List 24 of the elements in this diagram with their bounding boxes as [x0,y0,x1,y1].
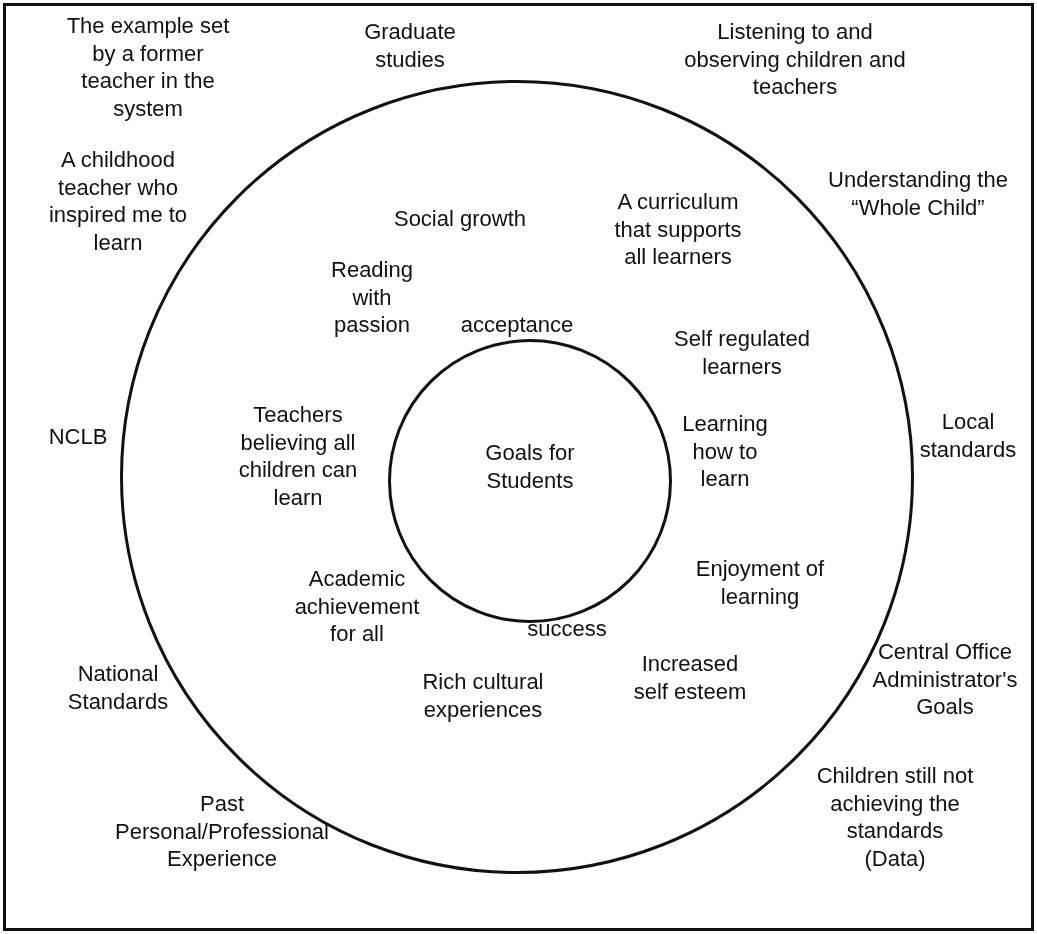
goal-text: Enjoyment of learning [694,555,826,610]
goal-text: Teachers believing all children can learn [237,401,359,511]
influence-text: Children still not achieving the standards (Data) [815,762,975,872]
center-title: Goals for Students [484,439,576,494]
goal-text: success [526,615,608,643]
influence-text: The example set by a former teacher in the system [65,12,231,122]
goal-text: A curriculum that supports all learners [613,188,743,271]
goal-text: Academic achievement for all [293,565,421,648]
influence-text: Past Personal/Professional Experience [114,790,330,873]
goal-text: Increased self esteem [632,650,748,705]
goal-text: Self regulated learners [673,325,811,380]
influence-text: Listening to and observing children and teachers [683,18,907,101]
influence-text: National Standards [66,660,170,715]
influence-text: Understanding the “Whole Child” [827,166,1009,221]
goal-text: acceptance [459,311,575,339]
goal-text: Rich cultural experiences [421,668,545,723]
goal-text: Learning how to learn [681,410,769,493]
influence-text: A childhood teacher who inspired me to learn [47,146,189,256]
influence-text: NCLB [47,423,109,451]
influence-text: Graduate studies [363,18,457,73]
goal-text: Reading with passion [330,256,414,339]
influence-text: Central Office Administrator's Goals [871,638,1019,721]
influence-text: Local standards [918,408,1018,463]
goal-text: Social growth [392,205,528,233]
